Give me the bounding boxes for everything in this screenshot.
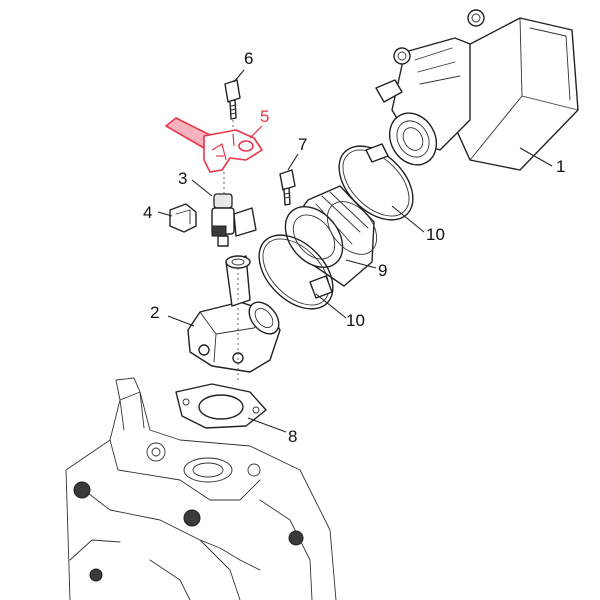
leader-lines [157,69,553,433]
part-1-throttle-body [375,9,579,171]
callout-3: 3 [178,169,187,188]
part-9-intake-hose [284,185,378,287]
callout-4: 4 [143,203,152,222]
callout-6: 6 [244,49,253,68]
callout-2: 2 [150,303,159,322]
callout-labels: 1 2 3 4 5 6 7 8 9 10 10 [143,49,565,446]
part-7-bolt [279,169,296,206]
callout-5: 5 [260,107,269,126]
callout-7: 7 [298,135,307,154]
part-3-fuel-injector [211,172,257,247]
part-6-bolt [224,79,241,142]
callout-9: 9 [378,261,387,280]
callout-10-upper: 10 [426,225,445,244]
callout-10-lower: 10 [346,311,365,330]
part-2-intake-adapter [187,255,281,380]
engine-cylinder-head [65,377,337,600]
callout-1: 1 [556,157,565,176]
part-4-retaining-clip [169,203,197,233]
callout-8: 8 [288,427,297,446]
part-5-bracket-highlighted [165,117,263,173]
part-8-gasket [175,383,267,429]
